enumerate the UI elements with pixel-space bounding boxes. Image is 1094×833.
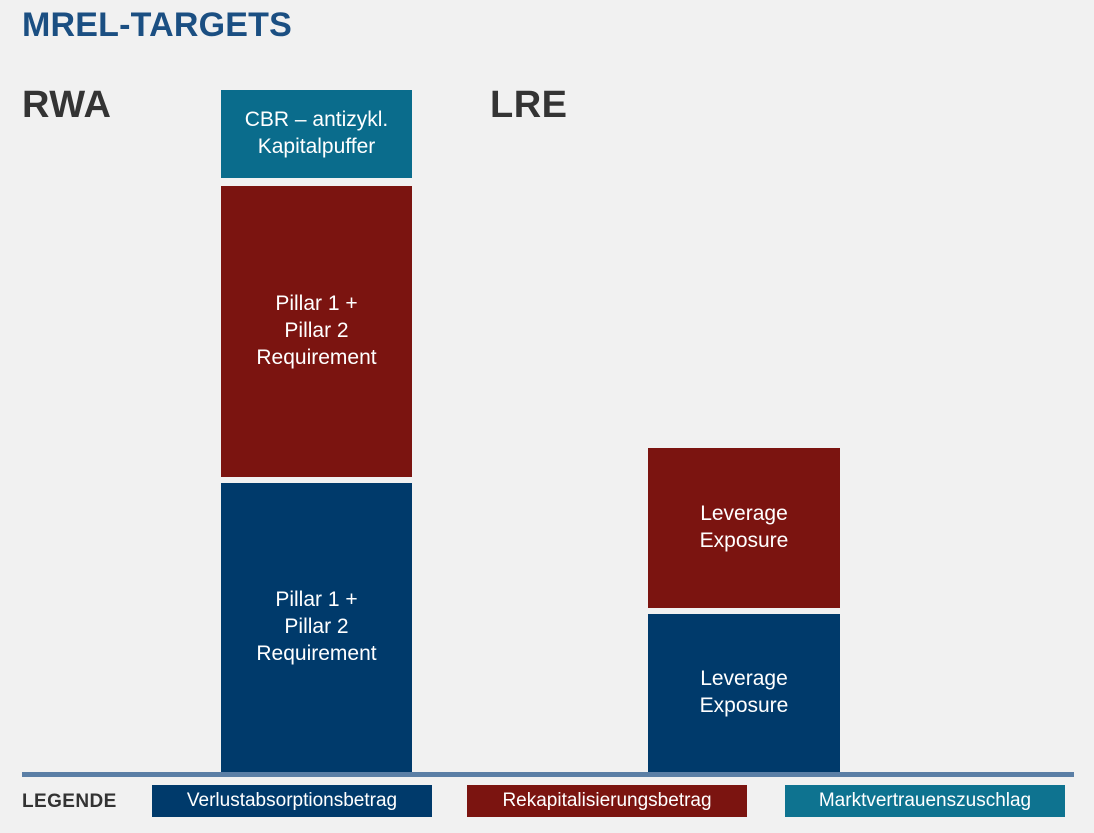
bar-segment-rwa-recapitalisation-amount: Pillar 1 + Pillar 2 Requirement: [221, 186, 412, 477]
page-title: MREL-TARGETS: [22, 6, 292, 44]
legend-item-recapitalisation-amount: Rekapitalisierungsbetrag: [467, 785, 747, 817]
legend-title: LEGENDE: [22, 791, 117, 812]
legend-divider: [22, 772, 1074, 777]
bar-segment-rwa-loss-absorption-amount: Pillar 1 + Pillar 2 Requirement: [221, 483, 412, 772]
column-heading-rwa: RWA: [22, 84, 112, 126]
bar-segment-lre-recapitalisation-amount: Leverage Exposure: [648, 448, 840, 608]
legend-item-loss-absorption-amount: Verlustabsorptionsbetrag: [152, 785, 432, 817]
bar-segment-lre-loss-absorption-amount: Leverage Exposure: [648, 614, 840, 772]
column-heading-lre: LRE: [490, 84, 568, 126]
bar-segment-rwa-market-confidence-charge: CBR – antizykl. Kapitalpuffer: [221, 90, 412, 178]
legend-item-market-confidence-charge: Marktvertrauenszuschlag: [785, 785, 1065, 817]
